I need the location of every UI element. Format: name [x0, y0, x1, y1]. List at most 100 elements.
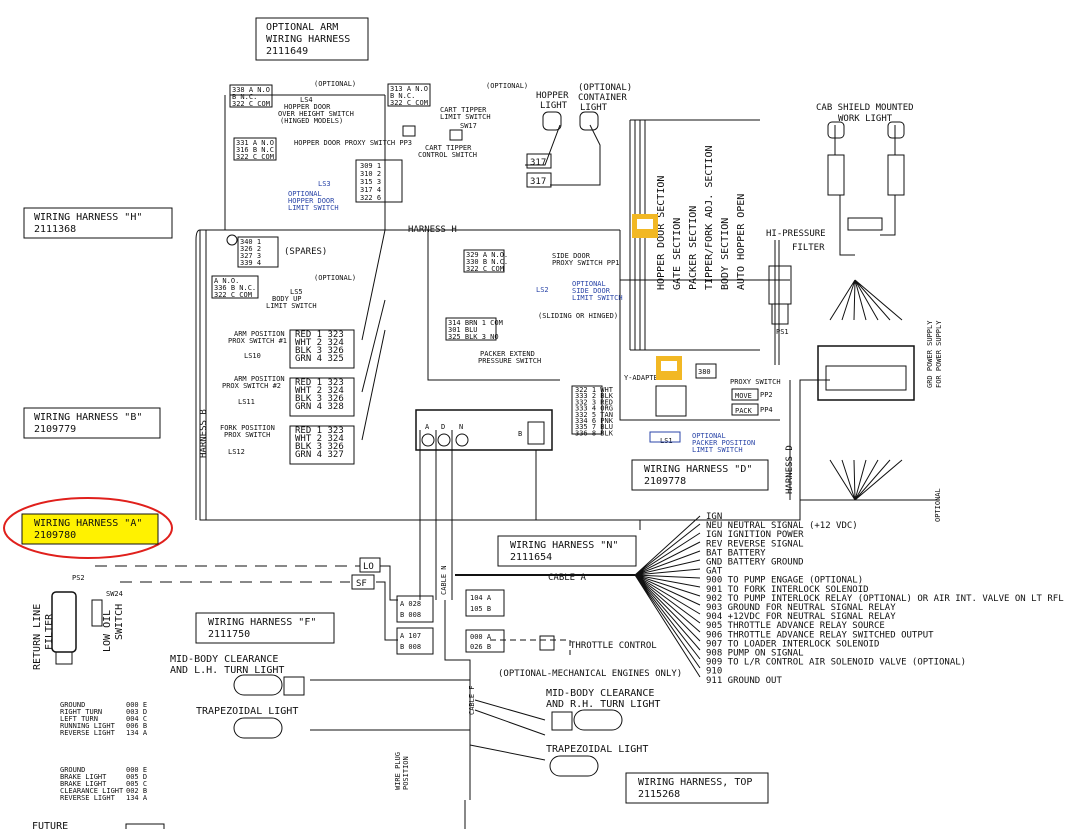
tail-lh-function: GROUND: [60, 701, 85, 709]
arm-prox2-l2: PROX SWITCH #2: [222, 382, 281, 390]
svg-text:B: B: [518, 430, 522, 438]
tail-rh-function: BRAKE LIGHT: [60, 780, 107, 788]
ls4-line2: OVER HEIGHT SWITCH: [278, 110, 354, 118]
harness-a-number: 2109780: [34, 530, 76, 541]
svg-text:310 2: 310 2: [360, 170, 381, 178]
ls5-optional: (OPTIONAL): [314, 274, 356, 282]
tail-lh-wire: 000 E: [126, 701, 147, 709]
cart-tipper-limit-1: CART TIPPER: [440, 106, 487, 114]
tail-rh-wire: 005 C: [126, 780, 147, 788]
harness-top-title: WIRING HARNESS, TOP: [638, 777, 752, 788]
trapezoidal-right: TRAPEZOIDAL LIGHT: [546, 744, 648, 777]
cart-optional: (OPTIONAL): [486, 82, 528, 90]
hopper-door-proxy-label: HOPPER DOOR PROXY SWITCH PP3: [294, 139, 412, 147]
cart-tipper-limit-2: LIMIT SWITCH: [440, 113, 491, 121]
note-marker-2: [656, 356, 682, 380]
fork-prox-ls: LS12: [228, 448, 245, 456]
ls2-limit: LIMIT SWITCH: [572, 294, 623, 302]
ydapt-row: 332 5 TAN: [575, 411, 613, 419]
harness-b-title: WIRING HARNESS "B": [34, 412, 142, 423]
packer-row: 301 BLU: [448, 326, 478, 334]
tail-rh-function: GROUND: [60, 766, 85, 774]
svg-text:B N.C.: B N.C.: [390, 92, 415, 100]
wire-row: RED 1 323: [295, 426, 344, 436]
harness-box-arm: OPTIONAL ARM WIRING HARNESS 2111649: [255, 17, 369, 61]
tail-rh-wire: 002 B: [126, 787, 147, 795]
harness-d-title: WIRING HARNESS "D": [644, 464, 752, 475]
wire-row: BLK 3 326: [295, 346, 344, 356]
svg-text:A: A: [425, 423, 430, 431]
ls4-optional: (OPTIONAL): [314, 80, 356, 88]
cable-n-label: CABLE N: [440, 565, 448, 595]
signal-item: 907 TO LOADER INTERLOCK SOLENOID: [706, 639, 879, 649]
harness-box-d: WIRING HARNESS "D" 2109778: [631, 459, 769, 491]
svg-text:317 4: 317 4: [360, 186, 381, 194]
section-label: AUTO HOPPER OPEN: [736, 194, 747, 290]
ydapt-row: 334 6 PNK: [575, 417, 614, 425]
low-oil-1: LOW OIL: [102, 610, 113, 652]
container-light-1: (OPTIONAL): [578, 83, 632, 93]
harness-b-number: 2109779: [34, 424, 76, 435]
container-light-2: CONTAINER: [578, 93, 627, 103]
harness-f-number: 2111750: [208, 629, 250, 640]
wire-row: RED 1 323: [295, 330, 344, 340]
side-door-proxy: 329 A N.O. 330 B N.C. 322 C COM SIDE DOO…: [463, 249, 623, 302]
tail-lh-function: REVERSE LIGHT: [60, 729, 116, 737]
future-text: FUTURE: [32, 821, 68, 829]
ls1-limit: LIMIT SWITCH: [692, 446, 743, 454]
wire-row: BLK 3 326: [295, 442, 344, 452]
svg-text:315 3: 315 3: [360, 178, 381, 186]
arm-prox1-l2: PROX SWITCH #1: [228, 337, 287, 345]
side-door-pp1: PROXY SWITCH PP1: [552, 259, 619, 267]
signal-item: BAT BATTERY: [706, 548, 766, 558]
signal-item: NEU NEUTRAL SIGNAL (+12 VDC): [706, 521, 858, 531]
sw24-label: SW24: [106, 590, 123, 598]
pp2-label: PP2: [760, 391, 773, 399]
pack-label: PACK: [735, 407, 753, 415]
wire-row: WHT 2 324: [295, 386, 344, 396]
right-terminal-block: OPTIONAL GRD POWER SUPPLY FOR POWER SUPP…: [817, 320, 943, 522]
container-light-3: LIGHT: [580, 103, 608, 113]
signal-item: 901 TO FORK INTERLOCK SOLENOID: [706, 585, 869, 595]
cab-shield-1: CAB SHIELD MOUNTED: [816, 103, 914, 113]
connector-lo-sf: A 028 B 008 A 107 B 008 104 A 105 B 000 …: [396, 589, 505, 655]
section-label: BODY SECTION: [720, 218, 731, 290]
fork-prox-l2: PROX SWITCH: [224, 431, 270, 439]
signal-item: 908 PUMP ON SIGNAL: [706, 649, 804, 659]
spare-row: 339 4: [240, 259, 261, 267]
harness-arm-number: 2111649: [266, 46, 308, 57]
ls2-side-door: SIDE DOOR: [572, 287, 611, 295]
svg-text:336 B N.C.: 336 B N.C.: [214, 284, 256, 292]
ls5-switch: A N.O. 336 B N.C. 322 C COM (OPTIONAL) L…: [211, 274, 356, 310]
ls3-hopper-door: HOPPER DOOR: [288, 197, 335, 205]
signal-item: 911 GROUND OUT: [706, 676, 782, 686]
svg-text:026 B: 026 B: [470, 643, 491, 651]
harness-arm-title2: WIRING HARNESS: [266, 34, 350, 45]
section-label: TIPPER/FORK ADJ. SECTION: [704, 146, 715, 291]
arm-prox2-ls: LS11: [238, 398, 255, 406]
svg-text:309 1: 309 1: [360, 162, 381, 170]
sf-tag: SF: [351, 574, 375, 590]
tail-rh-wire: 000 E: [126, 766, 147, 774]
harness-d-number: 2109778: [644, 476, 686, 487]
fork-prox: FORK POSITION PROX SWITCH LS12: [220, 424, 355, 465]
signal-item: IGN IGNITION POWER: [706, 530, 804, 540]
tail-lh-wire: 006 B: [126, 722, 147, 730]
section-label: HOPPER DOOR SECTION: [656, 176, 667, 290]
hi-pressure-2: FILTER: [792, 243, 825, 253]
harness-h-run-label: HARNESS H: [408, 225, 457, 235]
svg-text:330 B N.C.: 330 B N.C.: [466, 258, 508, 266]
signal-item: 910: [706, 667, 722, 677]
svg-text:322 C COM: 322 C COM: [214, 291, 252, 299]
svg-text:338 A N.O.: 338 A N.O.: [232, 86, 274, 94]
svg-text:322 C COM: 322 C COM: [232, 100, 270, 108]
cart-control-1: CART TIPPER: [425, 144, 472, 152]
mech-engines-label: (OPTIONAL-MECHANICAL ENGINES ONLY): [498, 669, 682, 679]
return-line-filter: RETURN LINE FILTER PS2: [32, 574, 85, 670]
ydapt-row: 322 1 WHT: [575, 386, 614, 394]
harness-n-title: WIRING HARNESS "N": [510, 540, 618, 551]
